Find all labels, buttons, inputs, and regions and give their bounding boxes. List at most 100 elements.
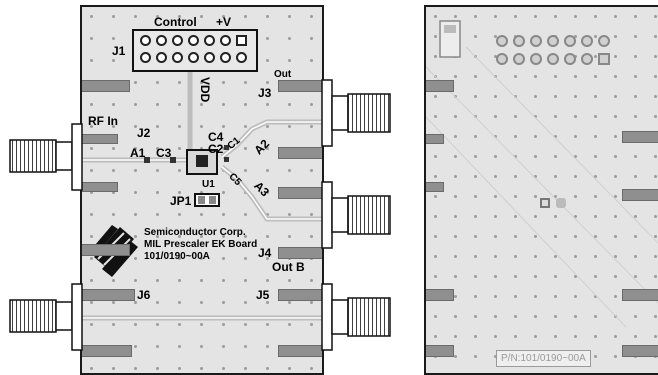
via	[514, 75, 517, 78]
via	[454, 355, 457, 358]
via	[244, 169, 247, 172]
via	[614, 275, 617, 278]
via	[634, 315, 637, 318]
via	[474, 195, 477, 198]
via	[514, 235, 517, 238]
via	[200, 15, 203, 18]
via	[574, 215, 577, 218]
via	[634, 215, 637, 218]
via	[288, 235, 291, 238]
header-pin	[172, 35, 183, 46]
via	[474, 275, 477, 278]
via	[90, 15, 93, 18]
via	[574, 235, 577, 238]
component-c3	[144, 157, 150, 163]
via	[156, 81, 159, 84]
via	[614, 255, 617, 258]
pad	[278, 247, 322, 259]
via	[654, 315, 657, 318]
via	[178, 169, 181, 172]
via	[266, 15, 269, 18]
via	[594, 135, 597, 138]
via	[634, 175, 637, 178]
via	[134, 147, 137, 150]
via	[156, 301, 159, 304]
via	[554, 15, 557, 18]
header-pad	[581, 53, 593, 65]
via	[654, 215, 657, 218]
via	[454, 15, 457, 18]
via	[594, 15, 597, 18]
via	[134, 125, 137, 128]
via	[156, 235, 159, 238]
via	[574, 335, 577, 338]
via	[112, 59, 115, 62]
via	[134, 279, 137, 282]
pad	[278, 345, 322, 357]
via	[534, 255, 537, 258]
via	[614, 115, 617, 118]
via	[178, 301, 181, 304]
via	[654, 15, 657, 18]
via	[634, 275, 637, 278]
via	[594, 95, 597, 98]
via	[574, 15, 577, 18]
via	[534, 235, 537, 238]
via	[112, 213, 115, 216]
pad	[622, 189, 658, 201]
via	[534, 335, 537, 338]
via	[288, 367, 291, 370]
pad	[82, 182, 118, 192]
label-j1: J1	[112, 44, 126, 58]
via	[288, 59, 291, 62]
via	[494, 315, 497, 318]
via	[112, 169, 115, 172]
via	[594, 155, 597, 158]
header-pad	[513, 35, 525, 47]
via	[654, 175, 657, 178]
via	[200, 213, 203, 216]
via	[534, 135, 537, 138]
via	[200, 323, 203, 326]
via	[134, 323, 137, 326]
via	[310, 323, 313, 326]
via	[474, 35, 477, 38]
via	[288, 37, 291, 40]
via	[574, 155, 577, 158]
via	[288, 103, 291, 106]
via	[178, 103, 181, 106]
via	[514, 15, 517, 18]
via	[222, 15, 225, 18]
via	[134, 103, 137, 106]
via	[574, 255, 577, 258]
via	[614, 295, 617, 298]
via	[614, 355, 617, 358]
via	[454, 135, 457, 138]
via	[454, 215, 457, 218]
via	[266, 191, 269, 194]
via	[244, 345, 247, 348]
via	[594, 255, 597, 258]
via	[594, 175, 597, 178]
via	[534, 75, 537, 78]
label-vdd: VDD	[198, 77, 212, 103]
via	[574, 175, 577, 178]
via	[134, 301, 137, 304]
via	[454, 175, 457, 178]
via	[288, 301, 291, 304]
via	[156, 191, 159, 194]
header-pad	[598, 35, 610, 47]
pad	[622, 131, 658, 143]
via	[310, 301, 313, 304]
via	[134, 169, 137, 172]
label-j4: J4	[258, 246, 272, 260]
via	[244, 103, 247, 106]
via	[454, 295, 457, 298]
via	[574, 135, 577, 138]
via	[474, 215, 477, 218]
via	[310, 15, 313, 18]
via	[554, 295, 557, 298]
via	[178, 147, 181, 150]
label-a1: A1	[130, 146, 146, 160]
via	[534, 15, 537, 18]
